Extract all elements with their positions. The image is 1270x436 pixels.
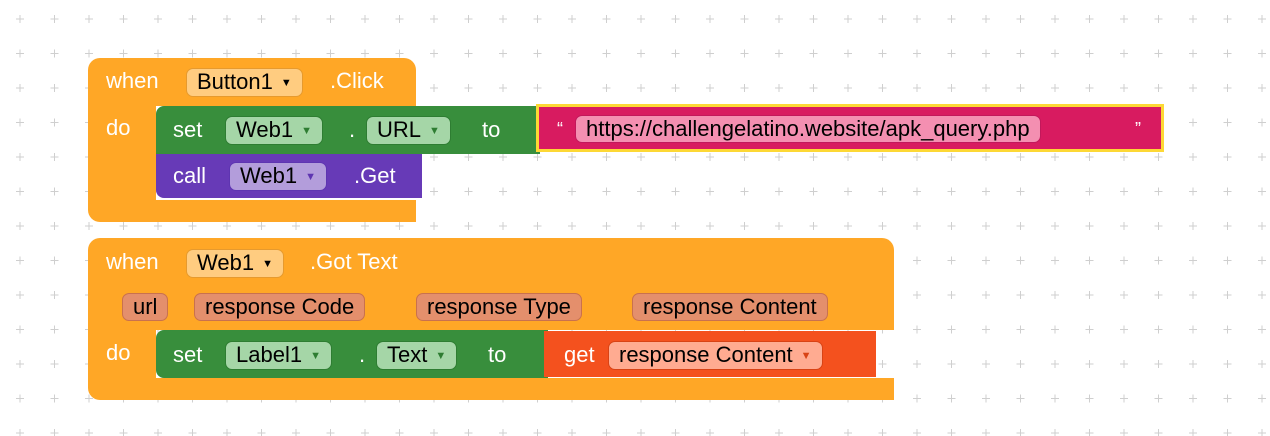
component-dropdown-web1[interactable]: Web1 ▼ [186, 249, 284, 278]
param-response-type[interactable]: response Type [416, 293, 582, 321]
event-name: .Got Text [310, 249, 398, 274]
call-label: call [173, 163, 207, 188]
method-name: .Get [354, 163, 396, 188]
close-quote: ” [1135, 119, 1141, 139]
property-dropdown-text[interactable]: Text ▼ [376, 341, 458, 370]
dot-separator: . [349, 117, 356, 142]
variable-dropdown-response-content[interactable]: response Content ▼ [608, 341, 823, 370]
component-name: Label1 [236, 342, 303, 367]
property-name: URL [377, 117, 422, 142]
set-label: set [173, 117, 203, 142]
dropdown-arrow-icon: ▼ [800, 350, 812, 362]
property-dropdown-url[interactable]: URL ▼ [366, 116, 451, 145]
do-label: do [106, 340, 131, 365]
property-name: Text [387, 342, 428, 367]
param-response-code[interactable]: response Code [194, 293, 366, 321]
component-dropdown-web1[interactable]: Web1 ▼ [229, 162, 327, 191]
when-label: when [106, 68, 159, 93]
event-name: .Click [330, 68, 384, 93]
set-label: set [173, 342, 203, 367]
dropdown-arrow-icon: ▼ [429, 125, 440, 137]
component-name: Web1 [197, 250, 255, 275]
component-dropdown-label1[interactable]: Label1 ▼ [225, 341, 332, 370]
url-text-field[interactable]: https://challengelatino.website/apk_quer… [575, 115, 1041, 143]
to-label: to [488, 342, 507, 367]
param-response-content[interactable]: response Content [632, 293, 828, 321]
do-label: do [106, 115, 131, 140]
component-dropdown-web1[interactable]: Web1 ▼ [225, 116, 323, 145]
dropdown-arrow-icon: ▼ [301, 125, 312, 137]
component-name: Web1 [236, 117, 294, 142]
dropdown-arrow-icon: ▼ [262, 258, 273, 270]
call-web1-get-block[interactable]: call Web1 ▼ .Get [156, 154, 422, 198]
dropdown-arrow-icon: ▼ [305, 171, 316, 183]
param-url[interactable]: url [122, 293, 169, 321]
open-quote: “ [557, 119, 563, 139]
dropdown-arrow-icon: ▼ [280, 77, 292, 89]
when-label: when [106, 249, 159, 274]
variable-name: response Content [619, 342, 793, 367]
get-response-content-block[interactable]: get response Content ▼ [544, 331, 876, 377]
component-name: Button1 [197, 69, 273, 94]
text-string-block[interactable]: “ https://challengelatino.website/apk_qu… [536, 104, 1164, 152]
dropdown-arrow-icon: ▼ [435, 350, 447, 362]
component-dropdown-button1[interactable]: Button1 ▼ [186, 68, 303, 97]
dot-separator: . [359, 342, 366, 367]
set-web1-url-block[interactable]: set Web1 ▼ . URL ▼ to [156, 106, 540, 154]
component-name: Web1 [240, 163, 298, 188]
to-label: to [482, 117, 501, 142]
dropdown-arrow-icon: ▼ [310, 350, 321, 362]
set-label1-text-block[interactable]: set Label1 ▼ . Text ▼ to [156, 330, 548, 378]
get-label: get [564, 342, 595, 367]
